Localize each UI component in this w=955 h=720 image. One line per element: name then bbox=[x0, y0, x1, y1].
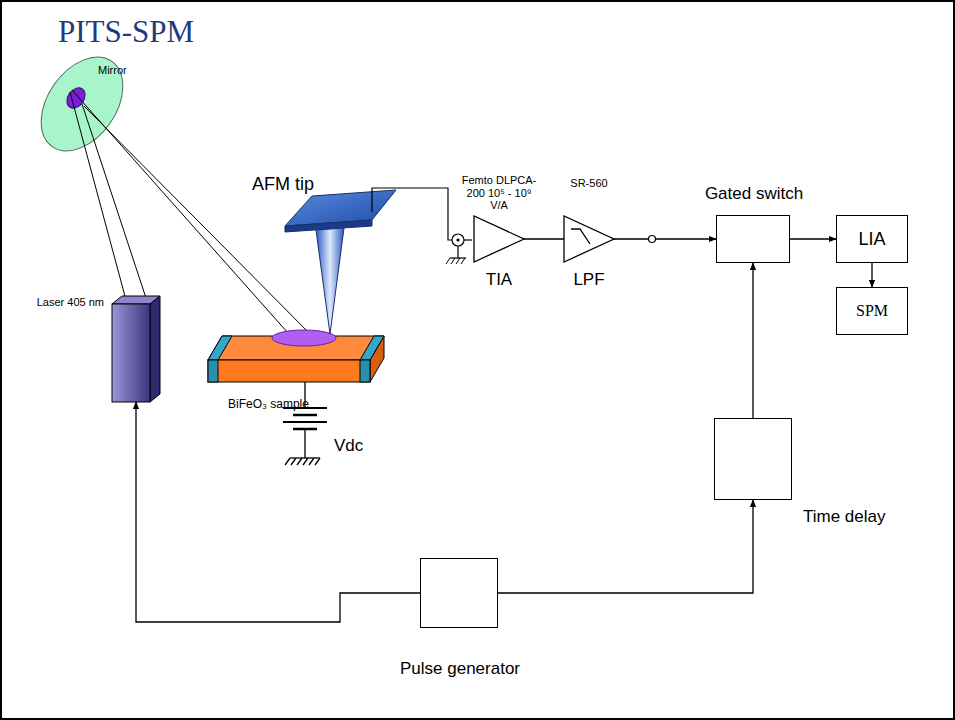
sample-slab bbox=[208, 330, 384, 382]
low-pass-filter: SR-560LPF bbox=[564, 216, 614, 262]
node-label: SR-560 bbox=[570, 177, 607, 190]
generator-box: Pulse generator bbox=[420, 558, 498, 628]
signal-connector bbox=[790, 238, 836, 239]
filter-symbol bbox=[564, 216, 614, 262]
node-label: Time delay bbox=[803, 507, 886, 527]
voltage-label: Vdc bbox=[334, 436, 363, 456]
node-label: Pulse generator bbox=[400, 659, 520, 679]
process-box: SPM bbox=[836, 287, 908, 335]
switch-box: Gated switch bbox=[716, 215, 790, 263]
sample-region: BiFeO₃ sample bbox=[208, 336, 384, 384]
signal-connector bbox=[871, 263, 872, 287]
node-label: Laser 405 nm bbox=[37, 296, 104, 309]
bnc-connector bbox=[446, 234, 472, 264]
signal-connector bbox=[752, 263, 753, 418]
afm-cantilever bbox=[285, 190, 396, 334]
signal-connector bbox=[136, 402, 420, 622]
node-label: Gated switch bbox=[705, 184, 803, 204]
part-label: AFM tip bbox=[252, 174, 314, 195]
signal-wire bbox=[372, 188, 452, 240]
signal-connector bbox=[614, 238, 716, 239]
process-box: LIA bbox=[836, 215, 908, 263]
node-label: TIA bbox=[486, 270, 512, 290]
slide-title: PITS-SPM bbox=[58, 14, 194, 50]
laser-body bbox=[112, 296, 160, 402]
delay-box: Time delay bbox=[714, 418, 792, 500]
laser-source: Laser 405 nm bbox=[112, 296, 160, 402]
node-label: LPF bbox=[573, 270, 604, 290]
node-label: Femto DLPCA-200 10⁵ - 10⁹ V/A bbox=[460, 174, 538, 212]
part-label: Mirror bbox=[98, 64, 127, 76]
signal-connector bbox=[524, 238, 564, 239]
battery-symbol bbox=[283, 382, 327, 465]
node-label: LIA bbox=[858, 229, 885, 250]
amplifier-symbol bbox=[474, 216, 524, 262]
lowpass-mark bbox=[571, 229, 590, 244]
amplifier: Femto DLPCA-200 10⁵ - 10⁹ V/ATIA bbox=[474, 216, 524, 262]
node-label: SPM bbox=[856, 302, 888, 320]
node-label: BiFeO₃ sample bbox=[228, 398, 309, 412]
laser-beam bbox=[70, 90, 318, 342]
output-terminal bbox=[649, 236, 656, 243]
signal-connector bbox=[498, 500, 753, 593]
